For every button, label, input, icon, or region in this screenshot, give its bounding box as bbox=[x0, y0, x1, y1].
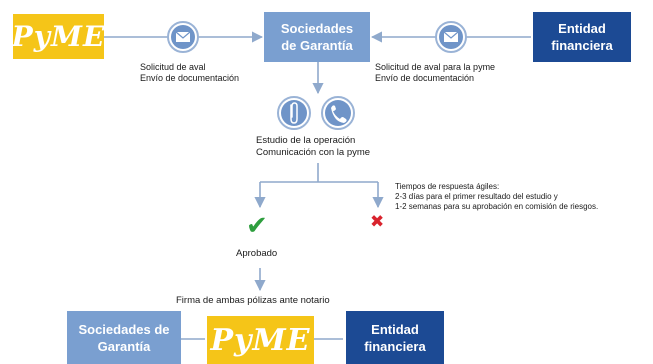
sgr-box-bottom: Sociedades de Garantía bbox=[67, 311, 181, 364]
study-line2: Comunicación con la pyme bbox=[256, 147, 371, 158]
entidad-label: Entidad financiera bbox=[364, 321, 426, 354]
right-flow-line1: Solicitud de aval para la pyme bbox=[375, 62, 496, 72]
times-line1: 2-3 días para el primer resultado del es… bbox=[395, 192, 558, 201]
left-flow-label: Solicitud de aval Envío de documentación bbox=[140, 62, 239, 84]
times-title: Tiempos de respuesta ágiles: bbox=[395, 182, 500, 191]
sgr-box-top: Sociedades de Garantía bbox=[264, 12, 370, 62]
study-label: Estudio de la operación Comunicación con… bbox=[256, 135, 370, 159]
rejected-cross-icon: ✖ bbox=[370, 212, 385, 232]
approved-check-icon: ✔ bbox=[246, 211, 268, 241]
sgr-label: Sociedades de Garantía bbox=[78, 321, 170, 354]
pyme-label: PyME bbox=[210, 322, 311, 358]
signature-label: Firma de ambas pólizas ante notario bbox=[176, 295, 330, 306]
envelope-icon bbox=[435, 21, 467, 53]
right-flow-line2: Envío de documentación bbox=[375, 73, 475, 83]
pyme-box-bottom: PyME bbox=[207, 316, 314, 364]
entidad-box-bottom: Entidad financiera bbox=[346, 311, 444, 364]
times-line2: 1-2 semanas para su aprobación en comisi… bbox=[395, 202, 599, 211]
sgr-label: Sociedades de Garantía bbox=[280, 21, 354, 53]
pyme-box-top: PyME bbox=[11, 14, 106, 59]
phone-icon bbox=[321, 96, 355, 130]
right-flow-label: Solicitud de aval para la pyme Envío de … bbox=[375, 62, 495, 84]
response-times-note: Tiempos de respuesta ágiles: 2-3 días pa… bbox=[395, 182, 598, 212]
study-line1: Estudio de la operación bbox=[256, 135, 356, 146]
pyme-label: PyME bbox=[11, 20, 106, 53]
entidad-label: Entidad financiera bbox=[551, 21, 613, 53]
approved-label: Aprobado bbox=[236, 248, 278, 259]
envelope-icon bbox=[167, 21, 199, 53]
paperclip-icon bbox=[277, 96, 311, 130]
left-flow-line1: Solicitud de aval bbox=[140, 62, 206, 72]
left-flow-line2: Envío de documentación bbox=[140, 73, 240, 83]
entidad-box-top: Entidad financiera bbox=[533, 12, 631, 62]
